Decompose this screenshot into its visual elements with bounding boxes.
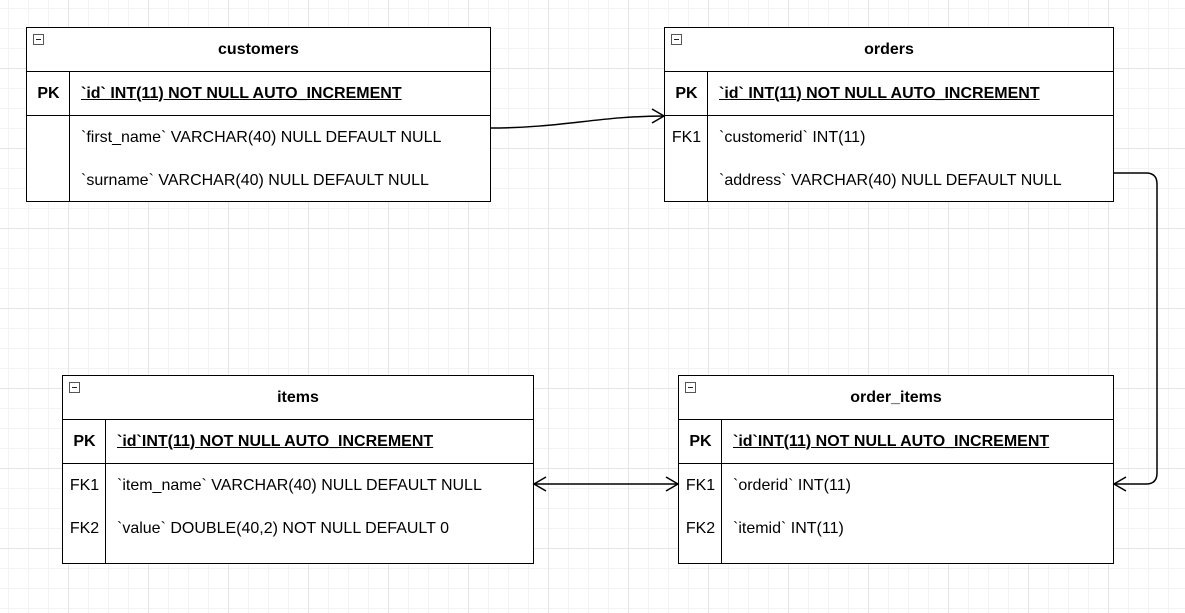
crowfoot-icon [651,108,666,124]
field-definition: `id` INT(11) NOT NULL AUTO_INCREMENT [719,84,1040,102]
field-definition: `orderid` INT(11) [733,476,851,494]
primary-key-row[interactable]: PK `id`INT(11) NOT NULL AUTO_INCREMENT [63,420,533,464]
field-definition: `id` INT(11) NOT NULL AUTO_INCREMENT [81,84,402,102]
field-row[interactable]: FK1 `orderid` INT(11) [679,464,1113,507]
table-name: items [277,388,319,406]
key-label: PK [73,432,96,450]
table-name: order_items [850,388,942,406]
table-items[interactable]: items PK `id`INT(11) NOT NULL AUTO_INCRE… [62,375,534,564]
crowfoot-icon [532,476,547,492]
key-label: FK1 [671,128,702,146]
primary-key-row[interactable]: PK `id` INT(11) NOT NULL AUTO_INCREMENT [27,72,490,116]
collapse-icon[interactable] [33,34,44,45]
table-orders[interactable]: orders PK `id` INT(11) NOT NULL AUTO_INC… [664,27,1114,202]
key-label: FK1 [69,476,100,494]
field-definition: `item_name` VARCHAR(40) NULL DEFAULT NUL… [117,476,482,494]
field-row[interactable]: FK2 `value` DOUBLE(40,2) NOT NULL DEFAUL… [63,507,533,550]
field-definition: `first_name` VARCHAR(40) NULL DEFAULT NU… [81,128,442,146]
key-label: PK [675,84,698,102]
table-header[interactable]: items [63,376,533,420]
field-definition: `value` DOUBLE(40,2) NOT NULL DEFAULT 0 [117,519,449,537]
connector-customers-orders [490,115,665,129]
table-name: customers [218,40,299,58]
key-label: FK2 [69,519,100,537]
field-row[interactable]: FK1 `customerid` INT(11) [665,116,1113,159]
collapse-icon[interactable] [69,382,80,393]
collapse-icon[interactable] [685,382,696,393]
field-row[interactable]: FK1 `item_name` VARCHAR(40) NULL DEFAULT… [63,464,533,507]
field-definition: `id`INT(11) NOT NULL AUTO_INCREMENT [117,432,434,450]
key-label: FK1 [685,476,716,494]
table-header[interactable]: customers [27,28,490,72]
table-header[interactable]: orders [665,28,1113,72]
primary-key-row[interactable]: PK `id`INT(11) NOT NULL AUTO_INCREMENT [679,420,1113,464]
key-label: PK [689,432,712,450]
field-definition: `customerid` INT(11) [719,128,866,146]
key-label: FK2 [685,519,716,537]
field-definition: `itemid` INT(11) [733,519,844,537]
crowfoot-icon [665,476,680,492]
collapse-icon[interactable] [671,34,682,45]
field-definition: `id`INT(11) NOT NULL AUTO_INCREMENT [733,432,1050,450]
connector-orders-order-items [1114,172,1158,485]
key-label: PK [37,84,60,102]
field-row[interactable]: `address` VARCHAR(40) NULL DEFAULT NULL [665,159,1113,202]
key-column [27,72,70,201]
key-column [665,72,708,201]
table-order-items[interactable]: order_items PK `id`INT(11) NOT NULL AUTO… [678,375,1114,564]
key-column [679,420,722,563]
field-row[interactable]: `first_name` VARCHAR(40) NULL DEFAULT NU… [27,116,490,159]
table-header[interactable]: order_items [679,376,1113,420]
field-definition: `surname` VARCHAR(40) NULL DEFAULT NULL [81,171,429,189]
table-customers[interactable]: customers PK `id` INT(11) NOT NULL AUTO_… [26,27,491,202]
field-row[interactable]: FK2 `itemid` INT(11) [679,507,1113,550]
field-row[interactable]: `surname` VARCHAR(40) NULL DEFAULT NULL [27,159,490,202]
primary-key-row[interactable]: PK `id` INT(11) NOT NULL AUTO_INCREMENT [665,72,1113,116]
key-column [63,420,106,563]
crowfoot-icon [1112,476,1127,492]
table-name: orders [864,40,914,58]
field-definition: `address` VARCHAR(40) NULL DEFAULT NULL [719,171,1062,189]
